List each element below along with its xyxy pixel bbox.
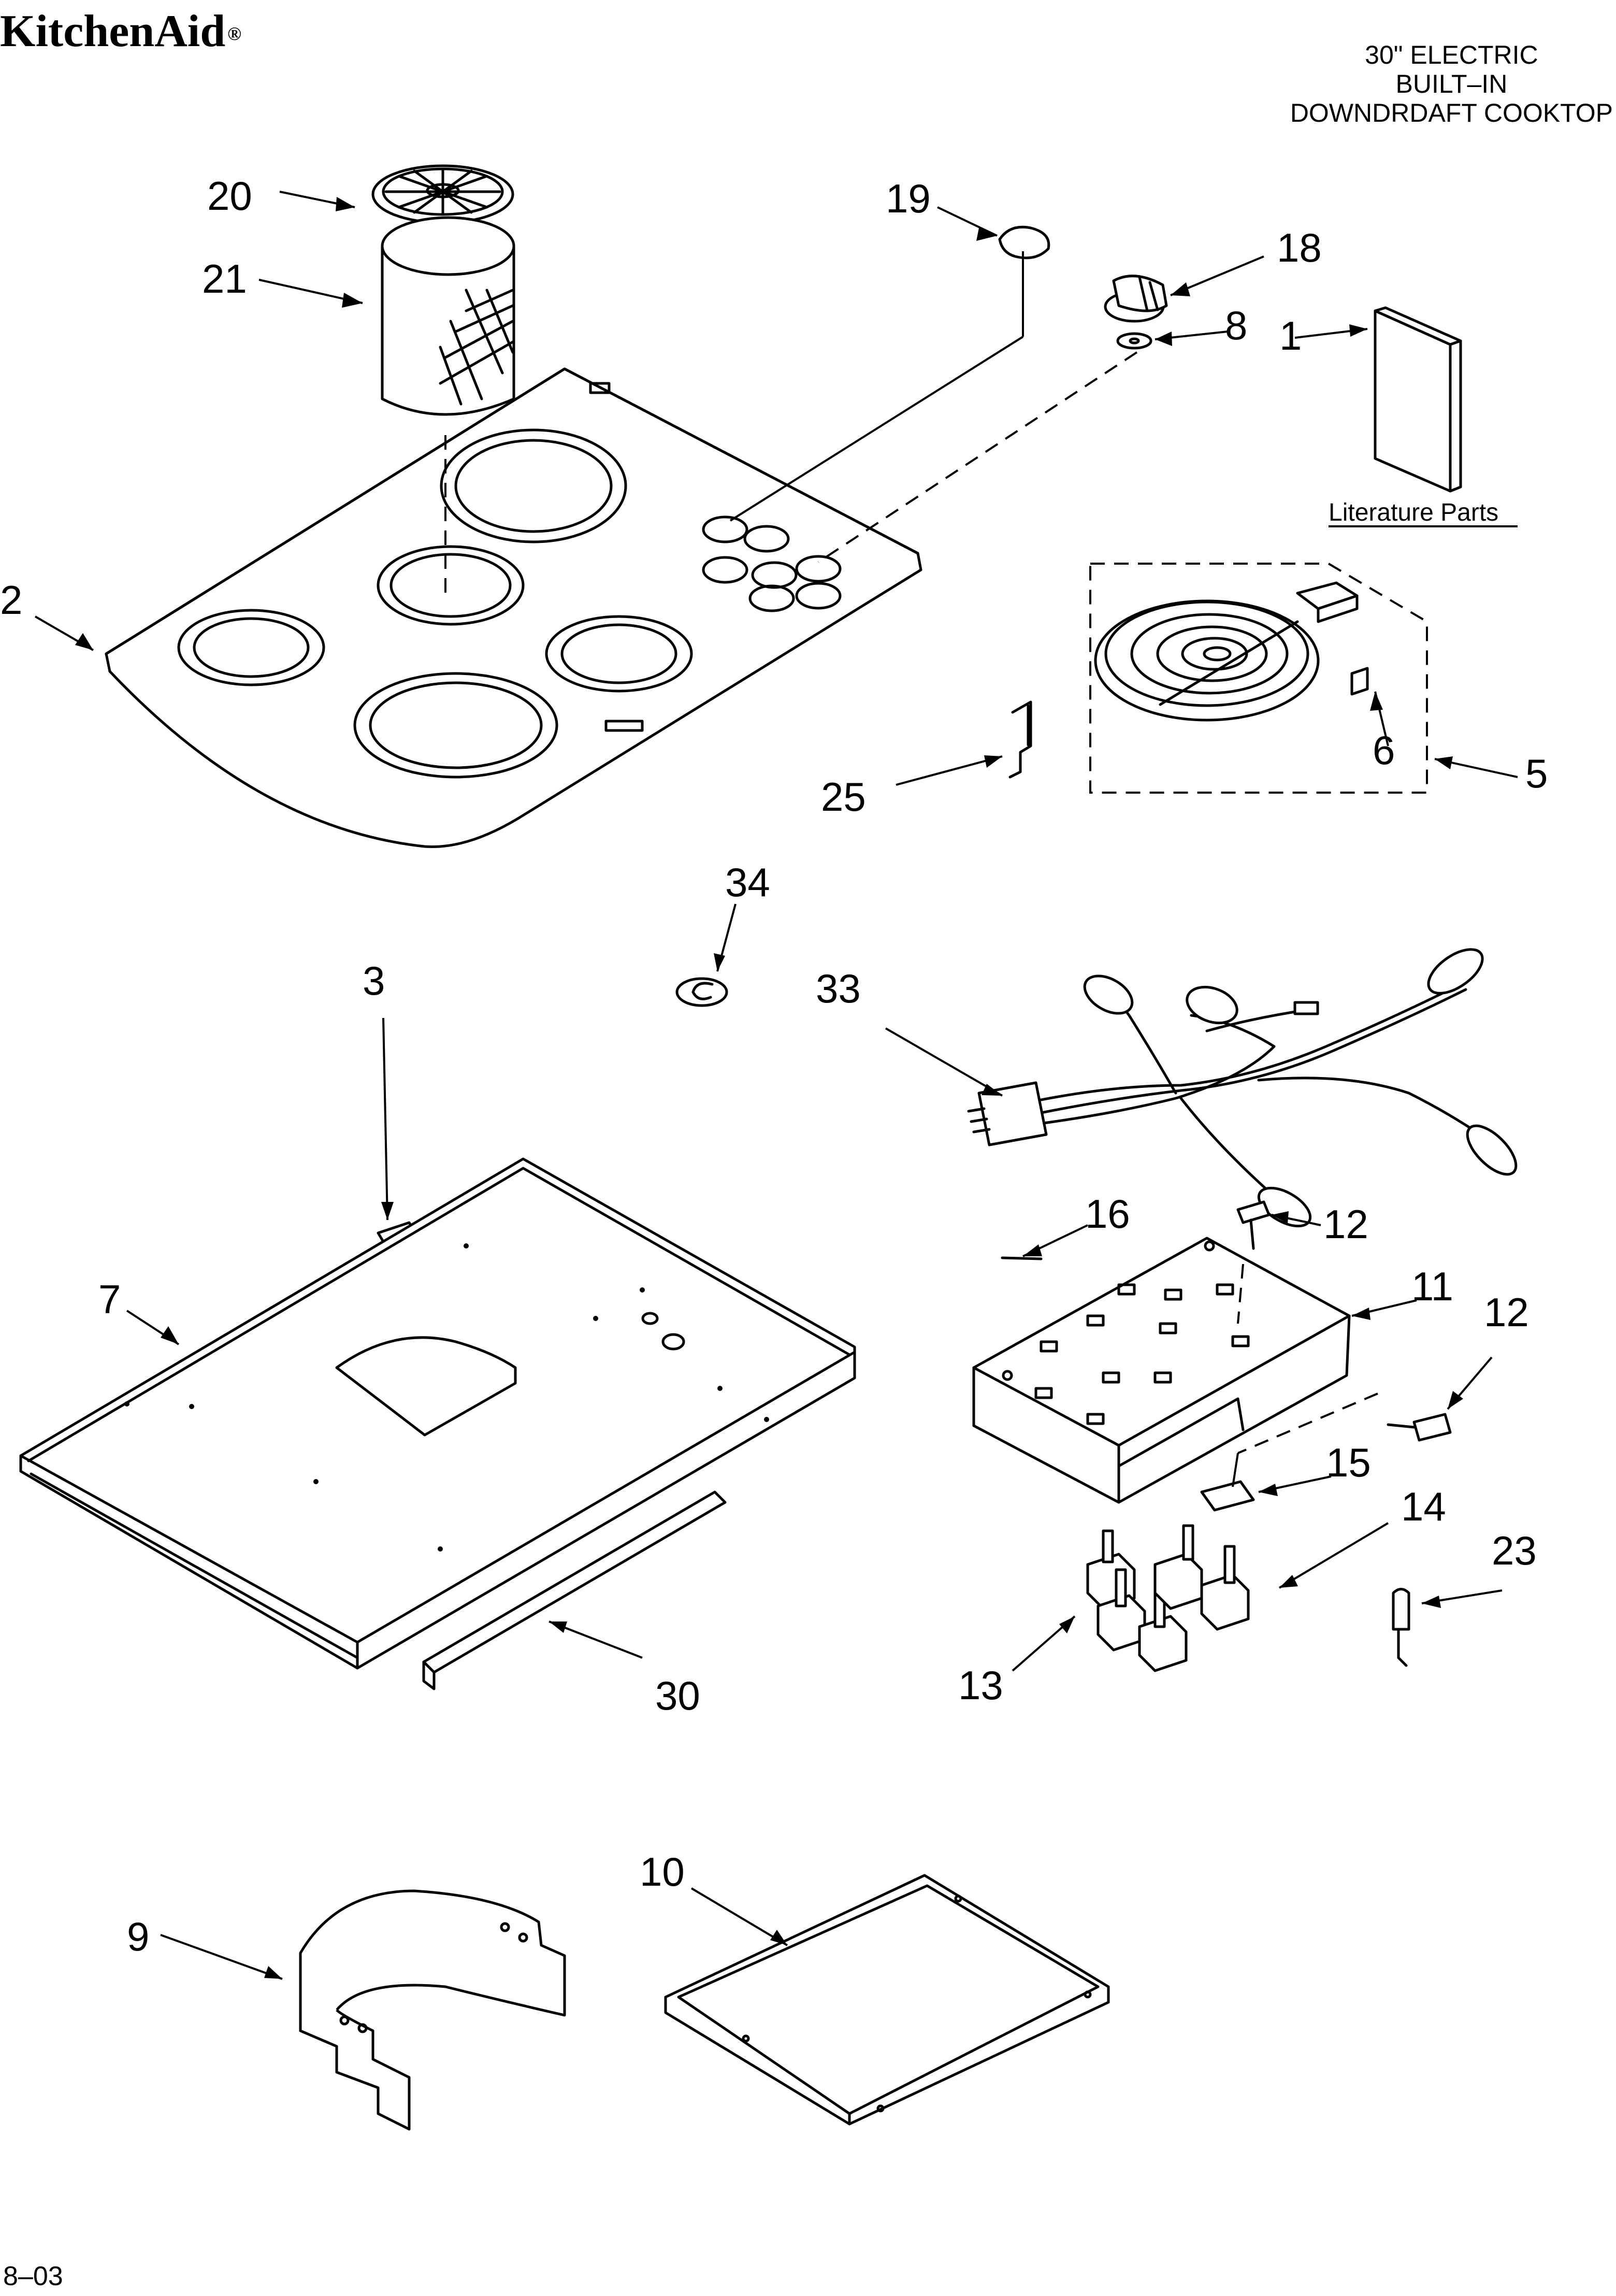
part-vent-filter [381, 216, 515, 416]
callout-1: 1 [1279, 313, 1302, 358]
brand-logo: KitchenAid® [0, 5, 241, 58]
callout-16: 16 [1085, 1191, 1130, 1237]
part-screw-12b [1387, 1413, 1452, 1442]
part-wire-16 [1001, 1256, 1043, 1260]
callout-12-right: 12 [1484, 1289, 1529, 1335]
brand-name: KitchenAid [0, 6, 226, 56]
part-base-pan [19, 1157, 856, 1670]
part-clip-25 [1008, 700, 1032, 779]
part-switch-13 [1086, 1529, 1188, 1672]
part-trim-strip-30 [422, 1490, 727, 1690]
callout-7: 7 [98, 1276, 121, 1322]
date-code: 8–03 [3, 2261, 63, 2291]
part-knob-19 [998, 225, 1050, 260]
title-line-1: 30" ELECTRIC [1365, 40, 1538, 69]
leader-lines [34, 191, 1518, 1980]
title-line-3: DOWNDRDAFT COOKTOP [1290, 98, 1613, 127]
callout-6: 6 [1373, 727, 1395, 773]
callout-2: 2 [0, 577, 22, 623]
part-literature [1374, 306, 1462, 493]
literature-parts-label: Literature Parts [1329, 499, 1498, 526]
callout-21: 21 [202, 256, 247, 302]
part-surface-element [1089, 563, 1428, 794]
part-cooktop-glass [105, 367, 922, 849]
callout-20: 20 [207, 173, 252, 219]
part-shield-9 [299, 1889, 566, 2131]
part-wire-harness [967, 948, 1518, 1228]
part-indicator-23 [1392, 1588, 1410, 1667]
part-frame-10 [664, 1874, 1110, 2126]
callout-34: 34 [725, 859, 770, 905]
part-screw-12a [1236, 1200, 1271, 1250]
callout-labels: 1 2 3 5 6 7 8 9 10 11 12 12 13 14 15 16 … [0, 173, 1548, 1959]
callout-33: 33 [816, 966, 861, 1011]
callout-25: 25 [821, 774, 866, 820]
callout-8: 8 [1225, 303, 1247, 348]
callout-19: 19 [886, 176, 931, 221]
callout-15: 15 [1326, 1440, 1371, 1485]
part-switch-bracket [972, 1237, 1351, 1504]
part-knob-18 [1104, 275, 1168, 323]
title-line-2: BUILT–IN [1395, 69, 1508, 98]
part-washer-8 [1116, 332, 1152, 350]
callout-3: 3 [363, 958, 385, 1003]
callout-5: 5 [1525, 751, 1548, 796]
callout-13: 13 [958, 1662, 1003, 1708]
part-ring-34 [675, 977, 728, 1007]
callout-12-top: 12 [1323, 1201, 1368, 1247]
callout-10: 10 [640, 1849, 685, 1895]
part-switch-14 [1153, 1524, 1250, 1631]
diagram-title: 30" ELECTRIC BUILT–IN DOWNDRDAFT COOKTOP [1290, 40, 1613, 127]
callout-14: 14 [1401, 1484, 1446, 1529]
callout-18: 18 [1277, 225, 1322, 270]
callout-23: 23 [1492, 1528, 1537, 1573]
callout-30: 30 [655, 1673, 700, 1718]
registered-mark: ® [227, 23, 242, 44]
callout-11: 11 [1411, 1264, 1453, 1309]
callout-9: 9 [127, 1914, 149, 1959]
leader-arrowheads [75, 197, 1463, 1979]
part-plate-15 [1200, 1480, 1255, 1512]
part-vent-grate [371, 164, 514, 224]
